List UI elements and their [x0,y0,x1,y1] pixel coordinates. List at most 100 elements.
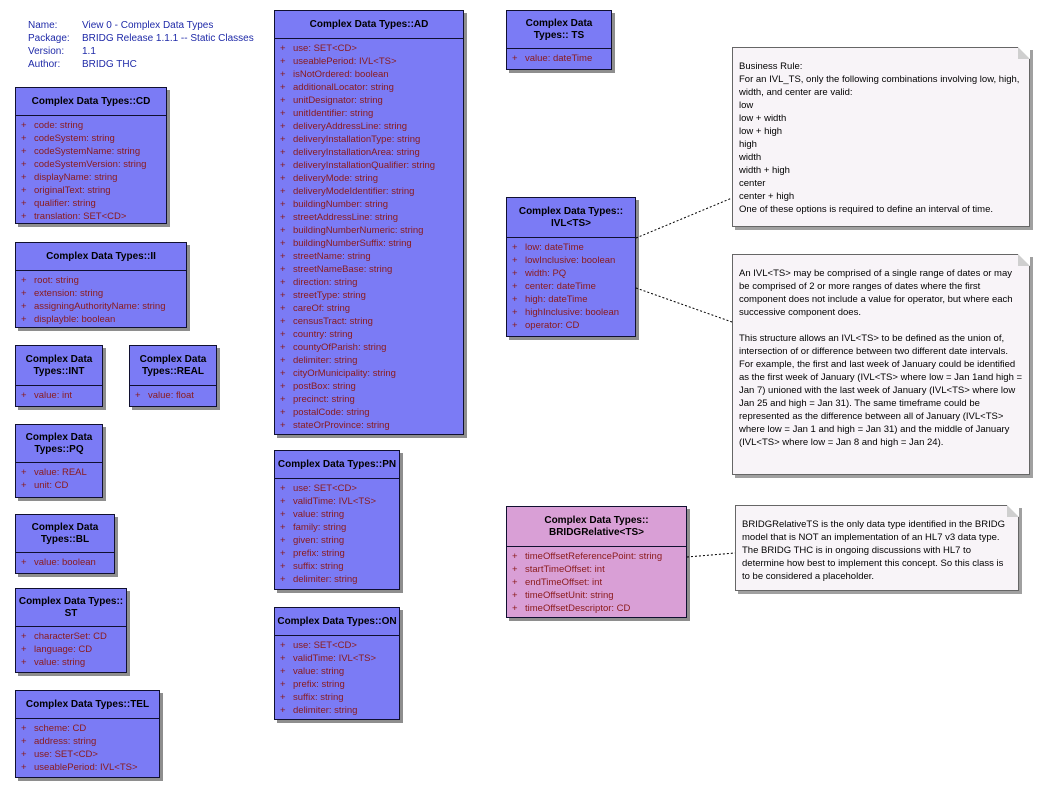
visibility-marker: + [280,535,286,546]
class-title: Complex Data Types::ON [275,608,399,636]
class-attribute: +language: CD [16,643,126,656]
visibility-marker: + [280,134,286,145]
note-fold [1007,505,1019,517]
class-attribute: +unitIdentifier: string [275,107,463,120]
class-title: Complex Data Types::TEL [16,691,159,719]
visibility-marker: + [280,160,286,171]
class-title: Complex Data Types::II [16,243,186,271]
class-attribute: +streetNameBase: string [275,263,463,276]
visibility-marker: + [280,277,286,288]
visibility-marker: + [280,355,286,366]
class-st[interactable]: Complex Data Types:: ST+characterSet: CD… [15,588,127,673]
class-ad[interactable]: Complex Data Types::AD+use: SET<CD>+usea… [274,10,464,435]
visibility-marker: + [512,307,518,318]
visibility-marker: + [21,301,27,312]
visibility-marker: + [21,185,27,196]
visibility-marker: + [280,548,286,559]
class-attribute: +timeOffsetDescriptor: CD [507,602,686,615]
class-title: Complex Data Types:: ST [16,589,126,627]
class-attribute: +scheme: CD [16,722,159,735]
visibility-marker: + [21,657,27,668]
attribute-text: validTime: IVL<TS> [293,496,377,507]
class-attribute: +value: string [275,665,399,678]
class-pq[interactable]: Complex Data Types::PQ+value: REAL+unit:… [15,424,103,498]
class-ts[interactable]: Complex Data Types:: TS+value: dateTime [506,10,612,70]
class-ii[interactable]: Complex Data Types::II+root: string+exte… [15,242,187,328]
visibility-marker: + [21,736,27,747]
visibility-marker: + [280,199,286,210]
diagram-name: View 0 - Complex Data Types [82,20,214,31]
attribute-text: use: SET<CD> [293,483,357,494]
name-label: Name: [28,20,58,31]
attribute-text: unitIdentifier: string [293,108,374,119]
class-attribute: +cityOrMunicipality: string [275,367,463,380]
visibility-marker: + [280,147,286,158]
class-attribute: + streetType: string [275,289,463,302]
visibility-marker: + [512,577,518,588]
visibility-marker: + [21,275,27,286]
class-attribute: +value: float [130,389,216,402]
class-on[interactable]: Complex Data Types::ON+use: SET<CD>+vali… [274,607,400,720]
class-attribute: +deliveryInstallationArea: string [275,146,463,159]
note-business-rule[interactable]: Business Rule:For an IVL_TS, only the fo… [732,47,1030,227]
note-bridg-relative[interactable]: BRIDGRelativeTS is the only data type id… [735,505,1019,591]
class-attribute: +prefix: string [275,678,399,691]
class-attribute: +characterSet: CD [16,630,126,643]
class-attribute: +codeSystemVersion: string [16,158,166,171]
visibility-marker: + [280,290,286,301]
attribute-text: assigningAuthorityName: string [34,301,166,312]
attribute-text: useablePeriod: IVL<TS> [34,762,138,773]
visibility-marker: + [280,574,286,585]
class-attribute: +deliveryInstallationType: string [275,133,463,146]
visibility-marker: + [21,762,27,773]
class-attribute: +postBox: string [275,380,463,393]
attribute-text: given: string [293,535,345,546]
class-attribute: +delimiter: string [275,573,399,586]
note-ivl-description[interactable]: An IVL<TS> may be comprised of a single … [732,254,1030,475]
class-attribute: +precinct: string [275,393,463,406]
class-attribute: + assigningAuthorityName: string [16,300,186,313]
visibility-marker: + [512,255,518,266]
attribute-text: language: CD [34,644,93,655]
attribute-text: use: SET<CD> [293,43,357,54]
attribute-text: width: PQ [525,268,567,279]
class-tel[interactable]: Complex Data Types::TEL+scheme: CD+addre… [15,690,160,778]
visibility-marker: + [280,121,286,132]
attribute-text: originalText: string [34,185,111,196]
class-attribute: +endTimeOffset: int [507,576,686,589]
attribute-text: validTime: IVL<TS> [293,653,377,664]
class-attribute: +value: boolean [16,556,114,569]
class-pn[interactable]: Complex Data Types::PN+use: SET<CD>+vali… [274,450,400,590]
diagram-metadata: Name: View 0 - Complex Data Types Package… [28,19,254,71]
class-attribute: +center: dateTime [507,280,635,293]
visibility-marker: + [280,173,286,184]
class-title: Complex Data Types::REAL [130,346,216,386]
attribute-text: value: string [34,657,86,668]
class-attribute: +translation: SET<CD> [16,210,166,223]
package-label: Package: [28,33,70,44]
attribute-text: value: string [293,509,345,520]
class-cd[interactable]: Complex Data Types::CD+code: string+code… [15,87,167,224]
attribute-text: deliveryModeIdentifier: string [293,186,415,197]
visibility-marker: + [280,522,286,533]
visibility-marker: + [280,496,286,507]
attribute-text: additionalLocator: string [293,82,394,93]
attribute-text: root: string [34,275,79,286]
class-attribute: +width: PQ [507,267,635,280]
class-ivl-ts[interactable]: Complex Data Types:: IVL<TS>+low: dateTi… [506,197,636,337]
attribute-text: streetAddressLine: string [293,212,399,223]
class-attribute: + root: string [16,274,186,287]
attribute-text: operator: CD [525,320,580,331]
class-attribute: +displayName: string [16,171,166,184]
class-bridg-relative[interactable]: Complex Data Types:: BRIDGRelative<TS>+t… [506,506,687,618]
visibility-marker: + [280,225,286,236]
note-line: low + width [739,113,787,124]
class-real[interactable]: Complex Data Types::REAL+value: float [129,345,217,407]
note-fold [1018,47,1030,59]
attribute-text: streetType: string [293,290,366,301]
class-int[interactable]: Complex Data Types::INT+value: int [15,345,103,407]
note-line: low [739,100,754,111]
class-attribute: +code: string [16,119,166,132]
class-bl[interactable]: Complex Data Types::BL+value: boolean [15,514,115,574]
attribute-text: deliveryAddressLine: string [293,121,408,132]
